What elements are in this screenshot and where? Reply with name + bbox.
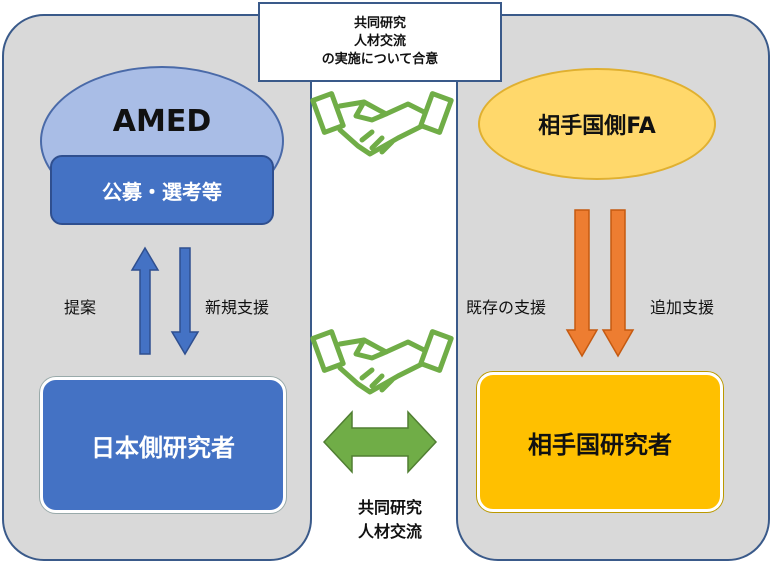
partner-fa-oval: 相手国側FA	[478, 68, 716, 180]
agreement-line-3: の実施について合意	[321, 52, 439, 67]
amed-label: AMED	[112, 103, 212, 139]
proposal-label: 提案	[64, 298, 97, 317]
handshake-icon	[310, 91, 454, 157]
new-support-down-arrow	[170, 247, 200, 356]
joint-research-line-2: 人材交流	[357, 522, 422, 541]
japan-researcher-box: 日本側研究者	[40, 377, 286, 513]
proposal-up-arrow	[130, 246, 160, 355]
new-support-label: 新規支援	[205, 298, 270, 317]
agreement-box: 共同研究 人材交流 の実施について合意	[258, 2, 502, 82]
double-arrow-icon	[322, 410, 438, 474]
handshake-icon	[310, 329, 454, 395]
joint-research-line-1: 共同研究	[357, 498, 422, 517]
additional-support-down-arrow	[601, 209, 635, 358]
joint-research-label: 共同研究 人材交流	[300, 496, 480, 544]
agreement-line-1: 共同研究	[353, 16, 406, 31]
koubo-selection-box: 公募・選考等	[50, 155, 274, 225]
additional-support-label: 追加支援	[650, 298, 715, 317]
existing-support-label: 既存の支援	[466, 298, 547, 317]
existing-support-down-arrow	[565, 209, 599, 358]
agreement-line-2: 人材交流	[353, 34, 406, 49]
partner-researcher-box: 相手国研究者	[477, 372, 723, 512]
